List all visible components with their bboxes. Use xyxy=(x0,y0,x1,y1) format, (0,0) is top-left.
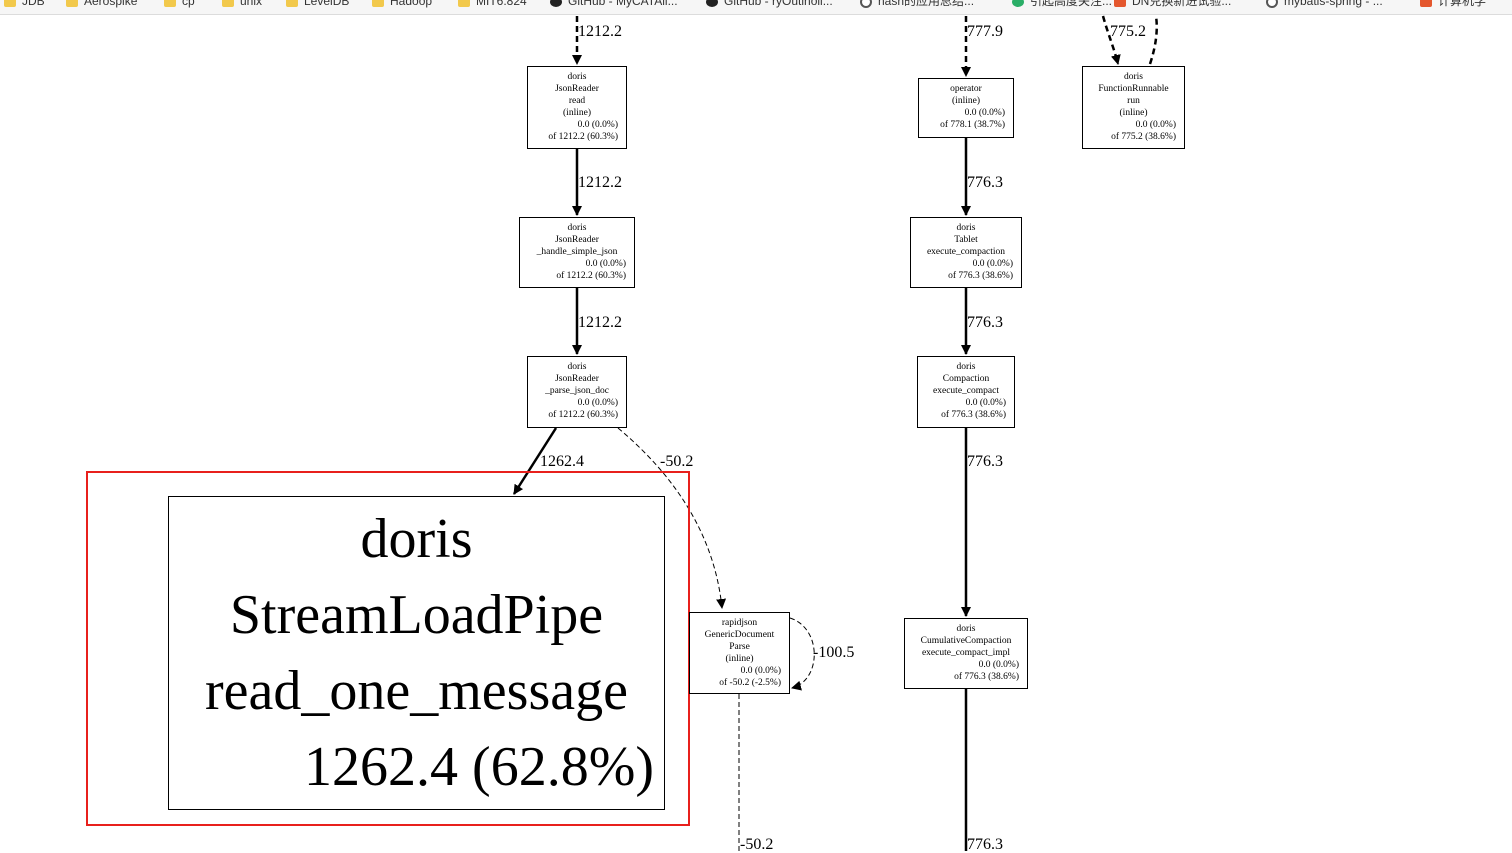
edge-label: -50.2 xyxy=(740,836,774,853)
node-read-one-message[interactable]: doris StreamLoadPipe read_one_message 12… xyxy=(168,496,665,810)
node-handle-simple-json[interactable]: doris JsonReader _handle_simple_json 0.0… xyxy=(519,217,635,288)
edge-label: -50.2 xyxy=(660,453,694,470)
node-cumulative-compaction[interactable]: doris CumulativeCompaction execute_compa… xyxy=(904,618,1028,689)
bookmark-item[interactable]: hash的应用总结... xyxy=(860,0,974,8)
edge-parse-to-rapidjson xyxy=(617,427,727,609)
bookmark-item[interactable]: LevelDB xyxy=(286,0,349,8)
node-function-runnable[interactable]: doris FunctionRunnable run (inline) 0.0 … xyxy=(1082,66,1185,149)
folder-icon xyxy=(458,0,470,7)
bookmarks-bar: JDB Aerospike cp unix LevelDB Hadoop MIT… xyxy=(0,0,1512,15)
edge-label: -100.5 xyxy=(813,644,855,661)
bookmark-item[interactable]: 计算机学 xyxy=(1420,0,1486,8)
edge-label: 1212.2 xyxy=(578,23,622,40)
bookmark-item[interactable]: MIT6.824 xyxy=(458,0,527,8)
bookmark-item[interactable]: cp xyxy=(164,0,195,8)
folder-icon xyxy=(286,0,298,7)
node-rapidjson-parse[interactable]: rapidjson GenericDocument Parse (inline)… xyxy=(689,612,790,694)
edge-label: 776.3 xyxy=(967,174,1003,191)
edge-label: 1212.2 xyxy=(578,174,622,191)
bookmark-item[interactable]: Hadoop xyxy=(372,0,432,8)
web-icon xyxy=(860,0,872,8)
edge-label: 1212.2 xyxy=(578,314,622,331)
csdn-icon xyxy=(1114,0,1126,7)
folder-icon xyxy=(4,0,16,7)
edge-label: 776.3 xyxy=(967,314,1003,331)
edge-into-function-runnable xyxy=(1101,15,1121,65)
node-operator-inline[interactable]: operator (inline) 0.0 (0.0%) of 778.1 (3… xyxy=(918,78,1014,138)
github-icon xyxy=(706,0,718,7)
bookmark-item[interactable]: 引起高度关注... xyxy=(1012,0,1112,8)
bookmark-item[interactable]: JDB xyxy=(4,0,45,8)
edge-label: 775.2 xyxy=(1110,23,1146,40)
edge-label: 777.9 xyxy=(967,23,1003,40)
wechat-icon xyxy=(1012,0,1024,7)
edge-parse-to-read-one-message xyxy=(512,427,558,495)
node-jsonreader-read[interactable]: doris JsonReader read (inline) 0.0 (0.0%… xyxy=(527,66,627,149)
bookmark-item[interactable]: unix xyxy=(222,0,262,8)
folder-icon xyxy=(164,0,176,7)
edge-label: 776.3 xyxy=(967,453,1003,470)
edge-function-runnable-upward xyxy=(1148,15,1158,65)
folder-icon xyxy=(372,0,384,7)
bookmark-item[interactable]: mybatis-spring - ... xyxy=(1266,0,1383,8)
bookmark-item[interactable]: GitHub - ryOutiholl... xyxy=(706,0,833,8)
node-tablet-execute-compaction[interactable]: doris Tablet execute_compaction 0.0 (0.0… xyxy=(910,217,1022,288)
edge-label: 776.3 xyxy=(967,836,1003,853)
node-compaction-execute-compact[interactable]: doris Compaction execute_compact 0.0 (0.… xyxy=(917,356,1015,428)
bookmark-item[interactable]: Aerospike xyxy=(66,0,137,8)
edge-label: 1262.4 xyxy=(540,453,584,470)
node-parse-json-doc[interactable]: doris JsonReader _parse_json_doc 0.0 (0.… xyxy=(527,356,627,428)
github-icon xyxy=(550,0,562,7)
bookmark-item[interactable]: GitHub - MyCATAli... xyxy=(550,0,678,8)
folder-icon xyxy=(66,0,78,7)
edge-rapidjson-self-loop xyxy=(789,617,815,691)
folder-icon xyxy=(222,0,234,7)
csdn-icon xyxy=(1420,0,1432,7)
bookmark-item[interactable]: DN兑换新进试验... xyxy=(1114,0,1231,8)
web-icon xyxy=(1266,0,1278,8)
